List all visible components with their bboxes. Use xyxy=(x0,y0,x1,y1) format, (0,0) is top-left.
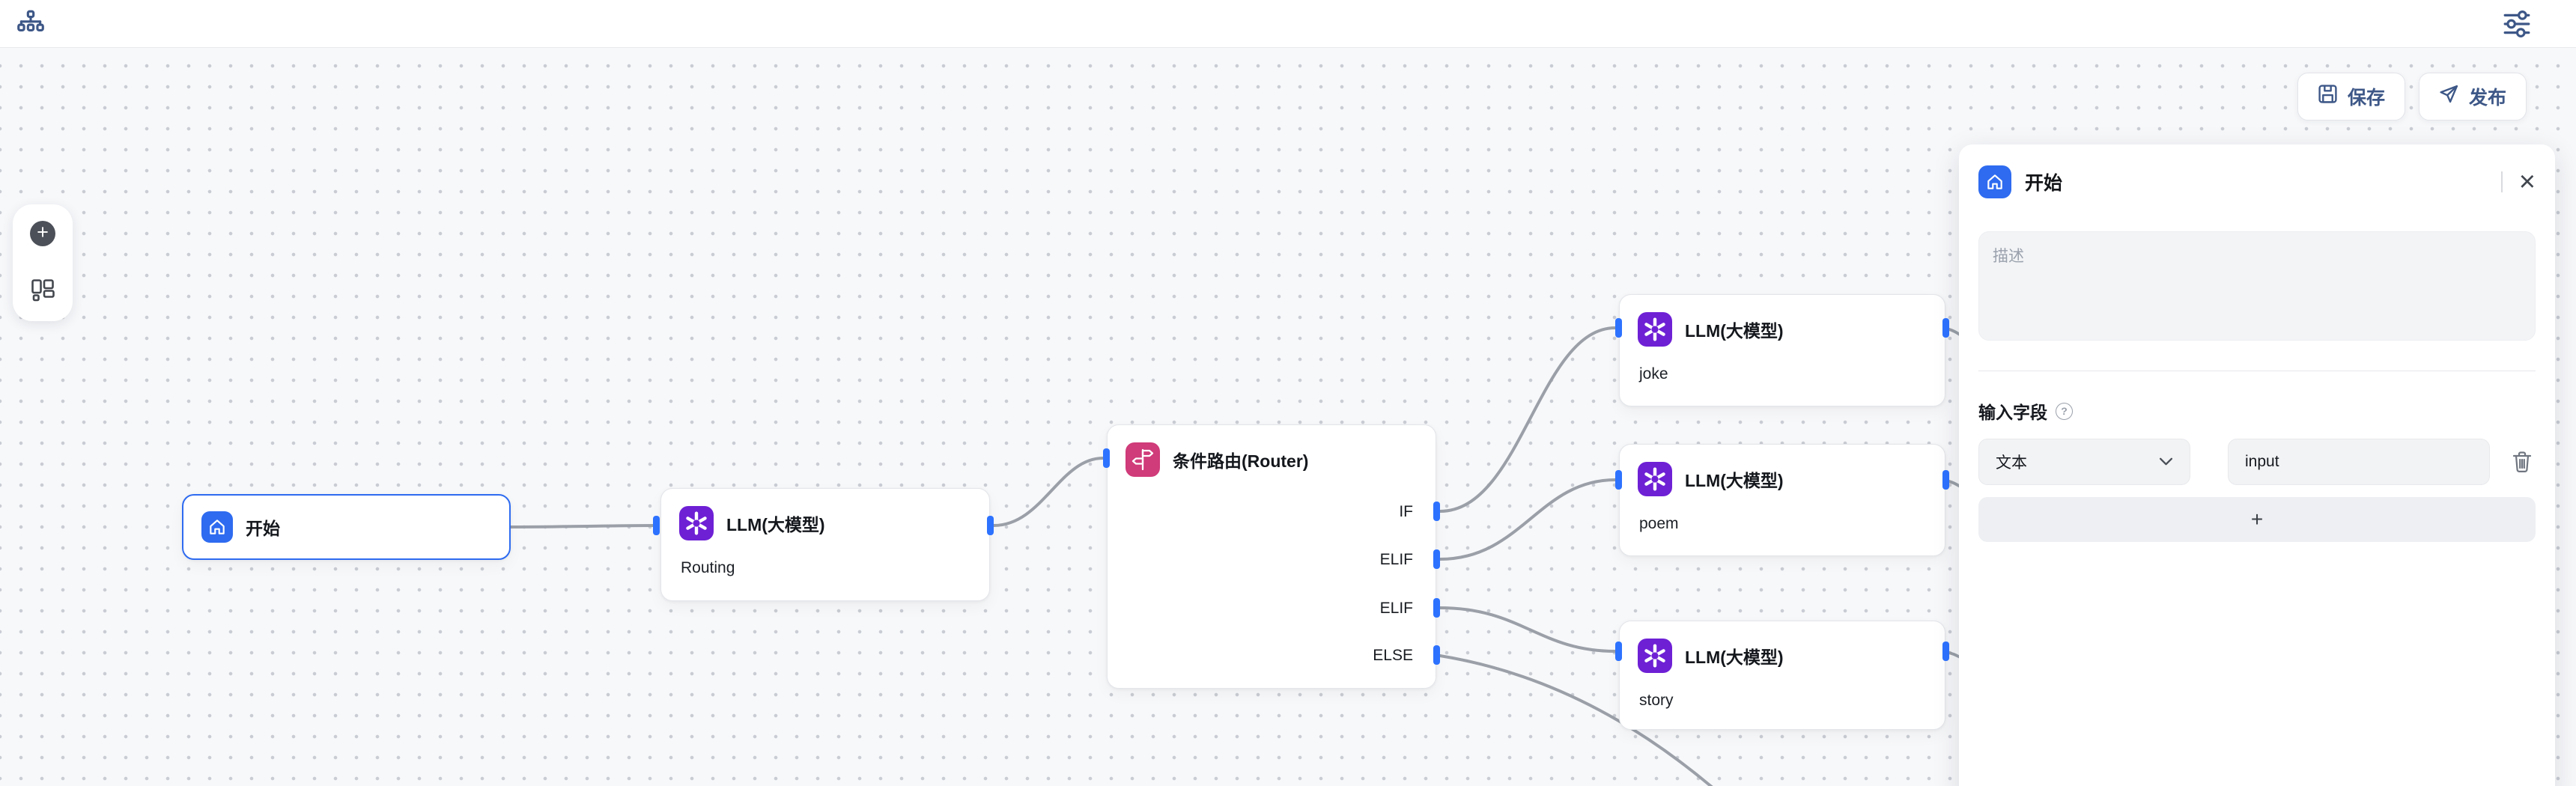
openai-icon xyxy=(1638,462,1672,496)
node-llm-joke-title: LLM(大模型) xyxy=(1685,321,1784,341)
handle-router-in[interactable] xyxy=(1103,448,1110,468)
handle-story-in[interactable] xyxy=(1615,642,1622,661)
openai-icon xyxy=(1638,312,1672,347)
node-llm-joke[interactable]: LLM(大模型) joke xyxy=(1619,294,1945,406)
node-llm-poem-subtitle: poem xyxy=(1639,515,1679,532)
handle-routing-in[interactable] xyxy=(653,516,660,535)
node-llm-routing[interactable]: LLM(大模型) Routing xyxy=(660,488,990,601)
branch-if: IF xyxy=(1399,503,1413,520)
node-llm-poem[interactable]: LLM(大模型) poem xyxy=(1619,444,1945,556)
save-icon xyxy=(2318,84,2338,109)
field-name-input[interactable] xyxy=(2245,453,2473,471)
panel-header: 开始 × xyxy=(1978,165,2536,198)
field-type-value: 文本 xyxy=(1996,454,2027,472)
handle-router-elif1[interactable] xyxy=(1433,549,1440,569)
description-textarea[interactable] xyxy=(1978,231,2536,341)
home-icon xyxy=(1978,165,2011,198)
app-logo-icon[interactable] xyxy=(15,8,46,40)
input-fields-heading: 输入字段 ? xyxy=(1978,400,2536,422)
handle-poem-in[interactable] xyxy=(1615,470,1622,490)
node-llm-routing-subtitle: Routing xyxy=(681,559,735,576)
topbar xyxy=(0,0,2576,48)
input-fields-label: 输入字段 xyxy=(1978,403,2047,422)
home-icon xyxy=(201,511,233,543)
input-field-row: 文本 xyxy=(1978,439,2536,485)
panel-title: 开始 xyxy=(2025,173,2063,194)
node-llm-story[interactable]: LLM(大模型) story xyxy=(1619,621,1945,730)
action-buttons: 保存 发布 xyxy=(2297,73,2527,121)
handle-poem-out[interactable] xyxy=(1942,470,1949,490)
branch-else: ELSE xyxy=(1373,647,1413,664)
node-llm-joke-subtitle: joke xyxy=(1639,365,1668,383)
signpost-icon xyxy=(1126,442,1160,477)
node-config-panel: 开始 × 输入字段 ? 文本 xyxy=(1959,144,2555,786)
add-field-button[interactable]: + xyxy=(1978,497,2536,542)
handle-joke-out[interactable] xyxy=(1942,318,1949,338)
node-start-title: 开始 xyxy=(246,519,280,538)
branch-elif2: ELIF xyxy=(1379,600,1413,617)
node-llm-routing-title: LLM(大模型) xyxy=(726,515,825,534)
publish-button[interactable]: 发布 xyxy=(2419,73,2527,121)
panel-header-divider xyxy=(2500,171,2503,192)
help-icon[interactable]: ? xyxy=(2056,402,2073,420)
canvas-toolbar: + xyxy=(13,204,73,321)
publish-label: 发布 xyxy=(2469,88,2507,109)
node-llm-story-subtitle: story xyxy=(1639,692,1674,709)
field-name-container xyxy=(2228,439,2490,485)
save-button[interactable]: 保存 xyxy=(2297,73,2406,121)
handle-router-else[interactable] xyxy=(1433,645,1440,665)
openai-icon xyxy=(1638,639,1672,673)
close-icon[interactable]: × xyxy=(2518,166,2536,198)
node-start[interactable]: 开始 xyxy=(182,494,511,560)
handle-routing-out[interactable] xyxy=(987,516,994,535)
openai-icon xyxy=(679,506,714,540)
handle-story-out[interactable] xyxy=(1942,642,1949,661)
save-label: 保存 xyxy=(2348,88,2386,109)
add-node-button[interactable]: + xyxy=(30,221,55,246)
chevron-down-icon xyxy=(2159,453,2173,471)
node-router[interactable]: 条件路由(Router) IF ELIF ELIF ELSE xyxy=(1107,424,1436,689)
node-llm-story-title: LLM(大模型) xyxy=(1685,648,1784,667)
field-type-select[interactable]: 文本 xyxy=(1978,439,2190,485)
node-llm-poem-title: LLM(大模型) xyxy=(1685,471,1784,490)
node-router-title-text: 条件路由(Router) xyxy=(1173,451,1309,471)
send-icon xyxy=(2439,84,2459,109)
handle-joke-in[interactable] xyxy=(1615,318,1622,338)
branch-elif1: ELIF xyxy=(1379,551,1413,568)
delete-field-button[interactable] xyxy=(2509,450,2536,475)
workflow-settings-icon[interactable] xyxy=(2503,10,2531,38)
handle-router-if[interactable] xyxy=(1433,502,1440,521)
auto-layout-icon[interactable] xyxy=(29,276,56,303)
handle-router-elif2[interactable] xyxy=(1433,598,1440,618)
